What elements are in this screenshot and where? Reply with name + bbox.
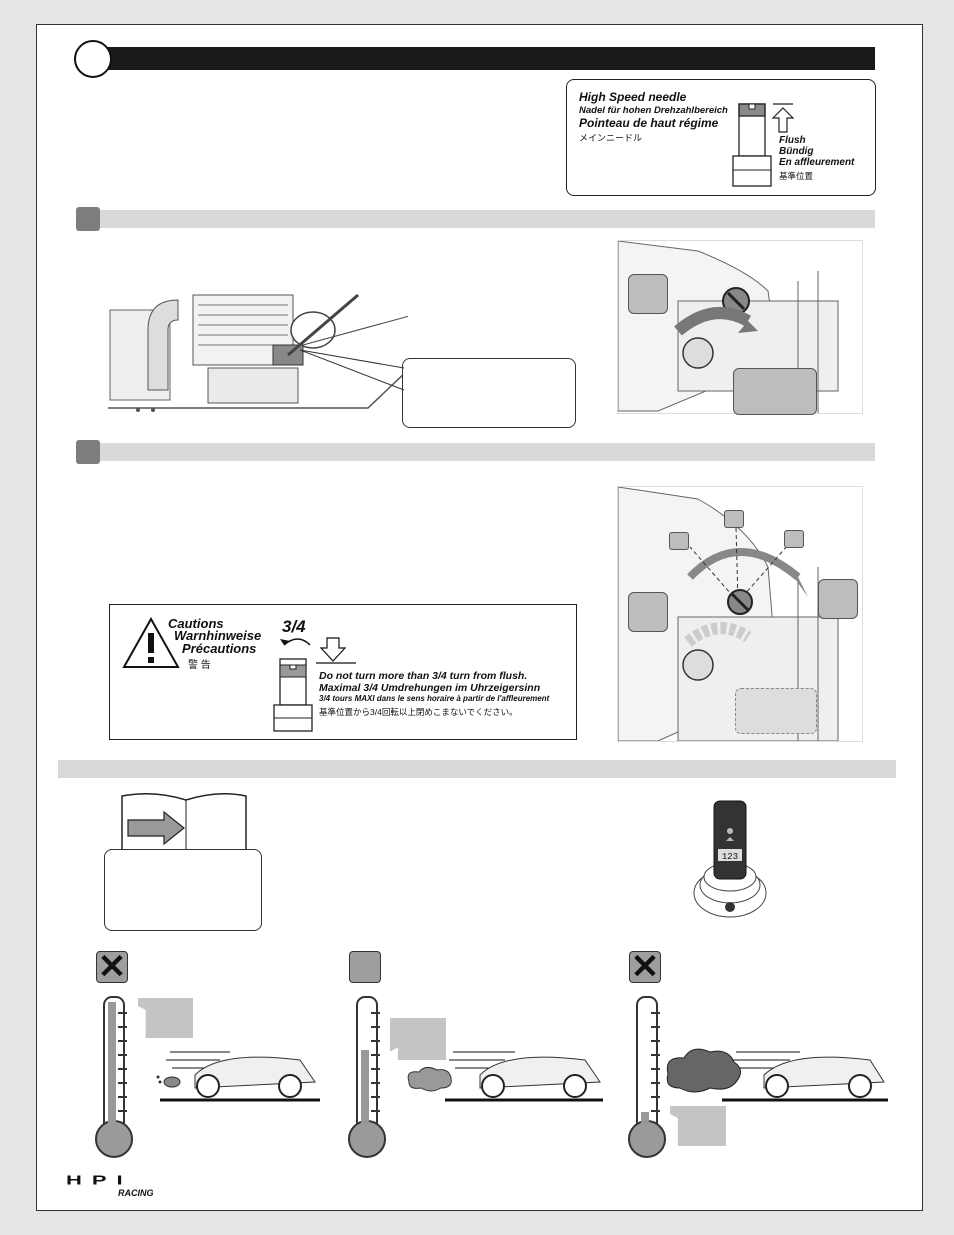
hpi-racing-logo: HPI RACING (66, 1172, 166, 1202)
label-box-a2 (733, 368, 817, 415)
thermometer-tick (371, 1082, 380, 1084)
thermometer-tick (118, 1096, 127, 1098)
thermometer-tick (118, 1082, 127, 1084)
thermometer-tick (118, 1054, 127, 1056)
label-box-b2 (818, 579, 858, 619)
section-a-marker (76, 207, 100, 231)
car-illustration-rich (666, 1048, 888, 1102)
logo-main: HPI (66, 1172, 133, 1188)
thermometer-tick (651, 1068, 660, 1070)
temp-tag-lean (138, 998, 193, 1038)
thermometer-bulb-rich (628, 1120, 666, 1158)
thermometer-tick (651, 1026, 660, 1028)
thermometer-tick (371, 1012, 380, 1014)
car-illustration-lean (156, 1051, 320, 1102)
bad-mixture-lean-marker: ✕ (96, 948, 128, 986)
temp-tag-rich (670, 1106, 726, 1146)
section-b-bar (80, 443, 875, 461)
caution-text-en: Do not turn more than 3/4 turn from flus… (319, 670, 528, 682)
thermometer-tick (371, 1110, 380, 1112)
label-box-b-left (669, 532, 689, 550)
needle-info-box: High Speed needle Nadel für hohen Drehza… (566, 79, 876, 196)
needle-title-fr: Pointeau de haut régime (579, 116, 719, 130)
step-header-bar (80, 47, 875, 70)
thermometer-tick (118, 1110, 127, 1112)
label-box-b3 (735, 688, 817, 734)
step-number-circle (74, 40, 112, 78)
thermometer-tick (371, 1096, 380, 1098)
caution-title-jp: 警 告 (188, 660, 211, 671)
thermometer-tick (651, 1040, 660, 1042)
caution-title-de: Warnhinweise (174, 628, 262, 643)
needle-flush-diagram (732, 103, 795, 187)
thermo-fill-ok (361, 1050, 369, 1124)
thermometer-tick (651, 1012, 660, 1014)
warning-icon (122, 617, 180, 668)
thermometer-tick (651, 1110, 660, 1112)
caution-text-fr: 3/4 tours MAXI dans le sens horaire à pa… (319, 694, 550, 703)
flush-label-jp: 基準位置 (779, 171, 814, 181)
needle-title-jp: メインニードル (579, 133, 643, 143)
turn-fraction: 3/4 (282, 617, 306, 636)
thermometer-bulb-ok (348, 1120, 386, 1158)
caution-text-de: Maximal 3/4 Umdrehungen im Uhrzeigersinn (319, 682, 541, 694)
thermometer-tick (651, 1082, 660, 1084)
flush-label-fr: En affleurement (779, 157, 855, 168)
thermometer-tick (651, 1096, 660, 1098)
section-a-bar (80, 210, 875, 228)
caution-box: Cautions Warnhinweise Précautions 警 告 3/… (109, 604, 577, 740)
thermometer-tick (118, 1026, 127, 1028)
logo-sub: RACING (118, 1188, 154, 1198)
caution-title-fr: Précautions (182, 641, 257, 656)
thermometer-tick (118, 1068, 127, 1070)
thermometer-tick (371, 1040, 380, 1042)
thermometer-tick (371, 1026, 380, 1028)
engine-illustration (108, 290, 408, 420)
section-c-bar (58, 760, 896, 778)
flush-label-en: Flush (779, 135, 806, 146)
thermometer-tick (118, 1012, 127, 1014)
temp-gun-illustration: 123 (693, 800, 767, 918)
needle-title-en: High Speed needle (579, 90, 687, 104)
bad-mixture-rich-marker: ✕ (629, 948, 661, 986)
temp-display: 123 (722, 852, 738, 862)
thermo-fill-lean (108, 1002, 116, 1124)
book-callout-box (104, 849, 262, 931)
caution-title-en: Cautions (168, 616, 224, 631)
thermometer-tick (118, 1040, 127, 1042)
thermometer-tick (371, 1068, 380, 1070)
label-box-a1 (628, 274, 668, 314)
label-box-b1 (628, 592, 668, 632)
caution-text-jp: 基準位置から3/4回転以上閉めこまないでください。 (319, 707, 518, 717)
temp-tag-ok (390, 1018, 446, 1060)
thermometer-tick (651, 1054, 660, 1056)
engine-callout-box (402, 358, 576, 428)
thermometer-tick (371, 1054, 380, 1056)
turn-diagram (273, 637, 356, 732)
needle-title-de: Nadel für hohen Drehzahlbereich (579, 105, 728, 116)
flush-label-de: Bündig (779, 146, 814, 157)
thermometer-bulb-lean (95, 1120, 133, 1158)
callout-pointer (300, 349, 405, 391)
car-illustration-ok (407, 1051, 603, 1102)
section-b-marker (76, 440, 100, 464)
label-box-b-right (784, 530, 804, 548)
good-mixture-marker (349, 951, 381, 983)
label-box-b-top (724, 510, 744, 528)
thermo-fill-rich (641, 1112, 649, 1124)
